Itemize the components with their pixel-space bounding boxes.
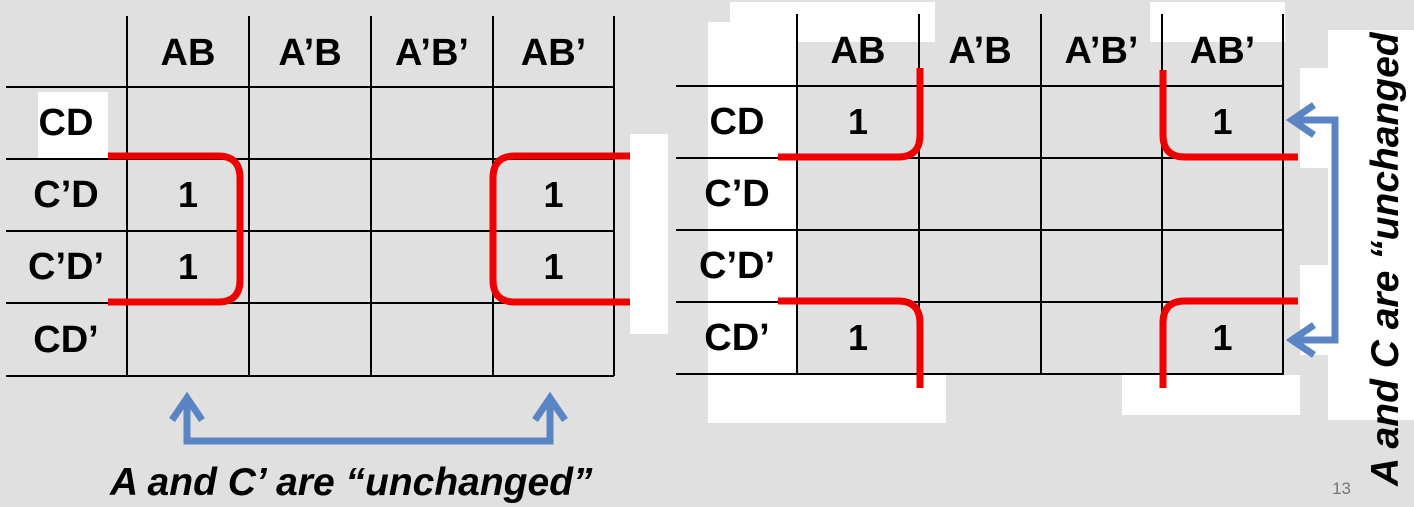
- right-group-corner-br: [1159, 297, 1298, 388]
- right-vline: [1282, 14, 1284, 374]
- right-cell: 1: [847, 101, 869, 142]
- side-caption: A and C are “unchanged: [1364, 32, 1407, 486]
- right-cell: 1: [1212, 101, 1233, 142]
- right-hline: [676, 301, 1284, 303]
- left-row-header: C’D’: [28, 246, 104, 288]
- right-table-top-patch-2: [1150, 2, 1285, 42]
- left-hline: [6, 158, 614, 160]
- right-vline: [918, 14, 920, 374]
- group-outlines: [108, 68, 1298, 388]
- left-col-header: A’B: [278, 32, 342, 74]
- side-bracket-line: [1292, 116, 1339, 344]
- page-number: 13: [1332, 479, 1351, 498]
- left-cell: 1: [177, 246, 199, 287]
- middle-white-patch: [630, 134, 668, 334]
- right-col-header: AB’: [1189, 30, 1256, 72]
- left-hline: [6, 230, 614, 232]
- arrow-head-left-bottom: [1285, 322, 1316, 358]
- arrow-head-up-left: [169, 391, 205, 422]
- left-row-header: CD’: [33, 318, 99, 361]
- right-col-header: A’B’: [1064, 30, 1139, 72]
- left-row-header: CD: [38, 102, 94, 144]
- right-col-header: A’B: [948, 30, 1012, 72]
- right-hline: [676, 157, 1284, 159]
- right-row-header: CD’: [704, 317, 770, 359]
- left-row-header: C’D: [33, 174, 99, 216]
- left-label-patch-cd: [38, 92, 108, 158]
- left-kmap: AB A’B A’B’ AB’ CD C’D C’D’ CD’ 1 1 1 1: [0, 0, 630, 390]
- arrow-head-up-right: [532, 391, 568, 422]
- right-vline: [1161, 14, 1163, 374]
- left-hline: [6, 86, 614, 88]
- left-hline: [6, 302, 614, 304]
- right-row-header: CD: [709, 101, 765, 143]
- right-margin-patch: [1328, 30, 1414, 420]
- right-group-corner-bl: [778, 297, 924, 388]
- right-row-header: C’D’: [699, 245, 775, 287]
- left-group-outline-left: [108, 152, 244, 306]
- left-cell: 1: [543, 246, 564, 287]
- right-col-header: AB: [830, 30, 886, 72]
- left-group-outline-right: [489, 152, 630, 306]
- left-vline: [126, 16, 128, 376]
- right-group-corner-tr: [1159, 70, 1298, 161]
- right-hline: [676, 85, 1284, 87]
- left-vline: [370, 16, 372, 376]
- left-vline: [613, 16, 615, 376]
- right-cell: 1: [1212, 317, 1233, 358]
- left-vline: [248, 16, 250, 376]
- arrow-head-left-top: [1285, 102, 1316, 138]
- right-vline: [796, 14, 798, 374]
- left-col-header: AB’: [520, 32, 587, 74]
- left-col-header: A’B’: [395, 32, 469, 74]
- right-hline: [676, 373, 1284, 375]
- right-cell: 1: [847, 317, 869, 358]
- right-vline: [1040, 14, 1042, 374]
- left-hline: [6, 375, 614, 377]
- bottom-caption: A and C’ are “unchanged”: [110, 461, 593, 504]
- right-bottom-patch-2: [1122, 375, 1300, 415]
- right-bottom-patch: [708, 375, 946, 423]
- right-hline: [676, 229, 1284, 231]
- left-col-header: AB: [160, 32, 216, 74]
- bottom-bracket-line: [183, 398, 554, 445]
- arrows: [169, 102, 1339, 445]
- left-cell: 1: [543, 174, 564, 215]
- left-cell: 1: [177, 174, 199, 215]
- right-kmap: AB A’B A’B’ AB’ CD C’D C’D’ CD’ 1 1 1 1: [676, 14, 1284, 375]
- right-group-corner-tl: [778, 68, 924, 161]
- right-label-patch: [708, 22, 798, 422]
- right-row-header: C’D: [704, 173, 770, 215]
